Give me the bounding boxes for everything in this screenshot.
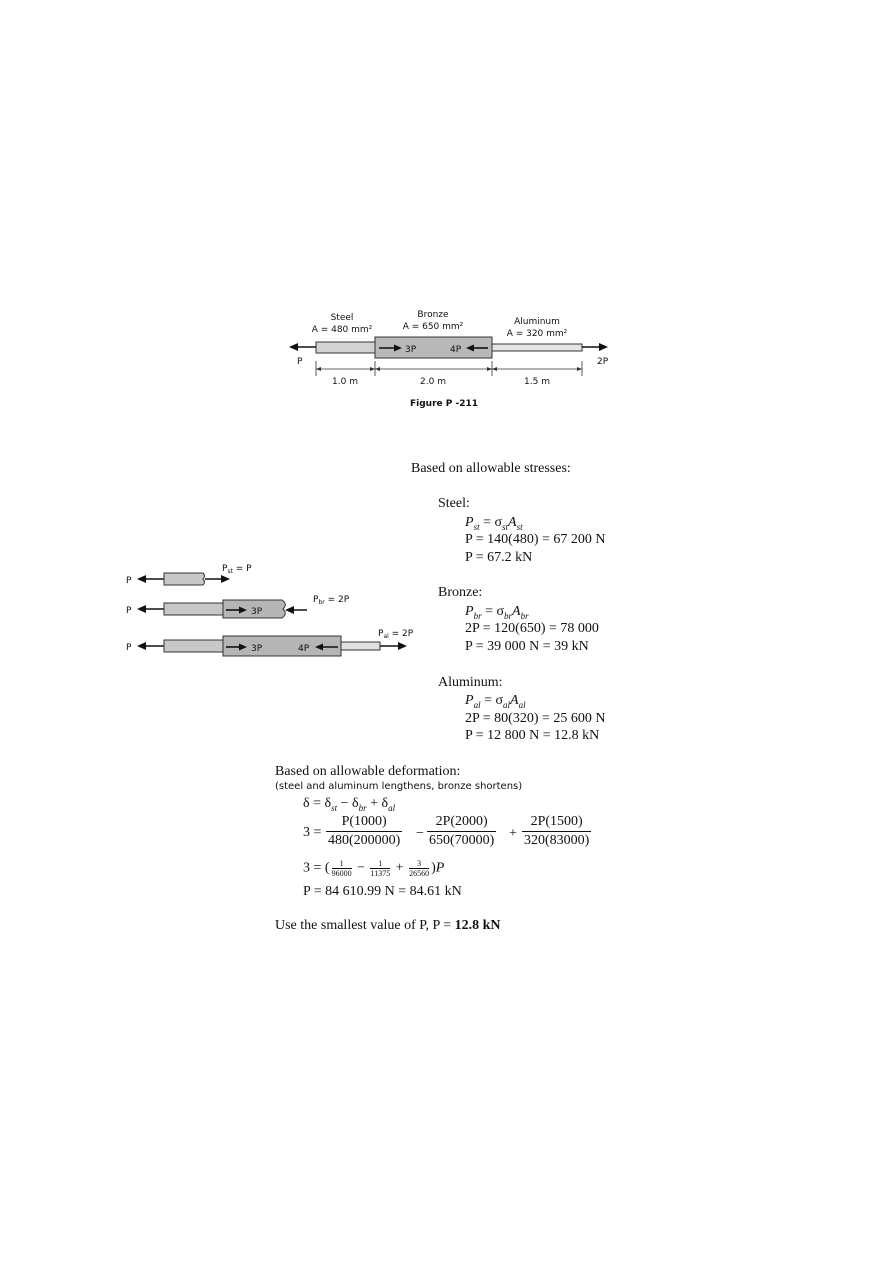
fraction-2-num: 2P(2000) (435, 814, 488, 829)
fraction-3-den: 320(83000) (524, 833, 590, 848)
aluminum-line-3: P = 12 800 N = 12.8 kN (465, 728, 600, 743)
fbd-pal: Pal = 2P (378, 629, 414, 640)
bronze-formula: Pbr = σbrAbr (465, 604, 529, 621)
dim-steel: 1.0 m (332, 377, 358, 387)
fraction-1: P(1000) 480(200000) (326, 814, 403, 849)
deformation-lhs: 3 = (303, 825, 322, 840)
label-aluminum: Aluminum (514, 317, 560, 327)
fbd-pbr: Pbr = 2P (313, 595, 350, 606)
aluminum-line-2: 2P = 80(320) = 25 600 N (465, 711, 606, 726)
steel-bar (315, 341, 376, 354)
deformation-note: (steel and aluminum lengthens, bronze sh… (275, 781, 523, 792)
fraction-2: 2P(2000) 650(70000) (427, 814, 497, 849)
figure-p211: Steel A = 480 mm² Bronze A = 650 mm² Alu… (289, 310, 609, 409)
load-3p: 3P (405, 345, 417, 355)
fbd-steel-cut (163, 572, 205, 586)
arrow-3p-icon (394, 344, 402, 352)
deformation-result: P = 84 610.99 N = 84.61 kN (303, 884, 462, 899)
fraction-2-den: 650(70000) (429, 833, 495, 848)
aluminum-label: Aluminum: (438, 675, 503, 690)
stresses-heading: Based on allowable stresses: (411, 461, 571, 476)
fraction-1-den: 480(200000) (328, 833, 401, 848)
plus-sign: + (509, 826, 517, 841)
steel-line-3: P = 67.2 kN (465, 550, 533, 565)
arrow-4p-icon (466, 344, 474, 352)
fbd-p-1: P (126, 576, 132, 586)
conclusion-text: Use the smallest value of P, P = (275, 918, 455, 933)
aluminum-formula: Pal = σalAal (465, 693, 526, 710)
conclusion: Use the smallest value of P, P = 12.8 kN (275, 918, 501, 934)
label-steel-area: A = 480 mm² (312, 325, 373, 335)
fbd-pst: Pst = P (222, 564, 252, 575)
fbd-bronze-cut (222, 599, 286, 619)
label-bronze-area: A = 650 mm² (403, 322, 464, 332)
free-body-diagrams: P Pst = P P 3P Pbr = 2P P 3P 4P Pal = 2P (126, 564, 414, 657)
steel-line-2: P = 140(480) = 67 200 N (465, 532, 606, 547)
deformation-heading: Based on allowable deformation: (275, 764, 461, 779)
minus-sign: − (416, 826, 424, 841)
dim-bronze: 2.0 m (420, 377, 446, 387)
figure-caption: Figure P -211 (410, 399, 478, 409)
fbd-p-2: P (126, 606, 132, 616)
bronze-label: Bronze: (438, 585, 483, 600)
steel-label: Steel: (438, 496, 470, 511)
fraction-3: 2P(1500) 320(83000) (522, 814, 592, 849)
load-4p: 4P (450, 345, 462, 355)
fbd-3p-b: 3P (251, 644, 263, 654)
fraction-3-num: 2P(1500) (530, 814, 583, 829)
fbd-p-3: P (126, 643, 132, 653)
fbd-3p-a: 3P (251, 607, 263, 617)
load-left: P (297, 357, 303, 367)
fraction-1-num: P(1000) (341, 814, 387, 829)
dim-aluminum: 1.5 m (524, 377, 550, 387)
fbd-4p: 4P (298, 644, 310, 654)
delta-equation: δ = δst − δbr + δal (303, 796, 396, 813)
label-aluminum-area: A = 320 mm² (507, 329, 568, 339)
label-steel: Steel (331, 313, 354, 323)
label-bronze: Bronze (417, 310, 449, 320)
aluminum-bar (491, 343, 583, 352)
conclusion-value: 12.8 kN (454, 918, 501, 933)
arrow-left-icon (289, 343, 298, 351)
bronze-line-3: P = 39 000 N = 39 kN (465, 639, 589, 654)
load-right: 2P (597, 357, 609, 367)
bronze-line-2: 2P = 120(650) = 78 000 (465, 621, 599, 636)
arrow-right-icon (599, 343, 608, 351)
steel-formula: Pst = σstAst (465, 515, 523, 532)
